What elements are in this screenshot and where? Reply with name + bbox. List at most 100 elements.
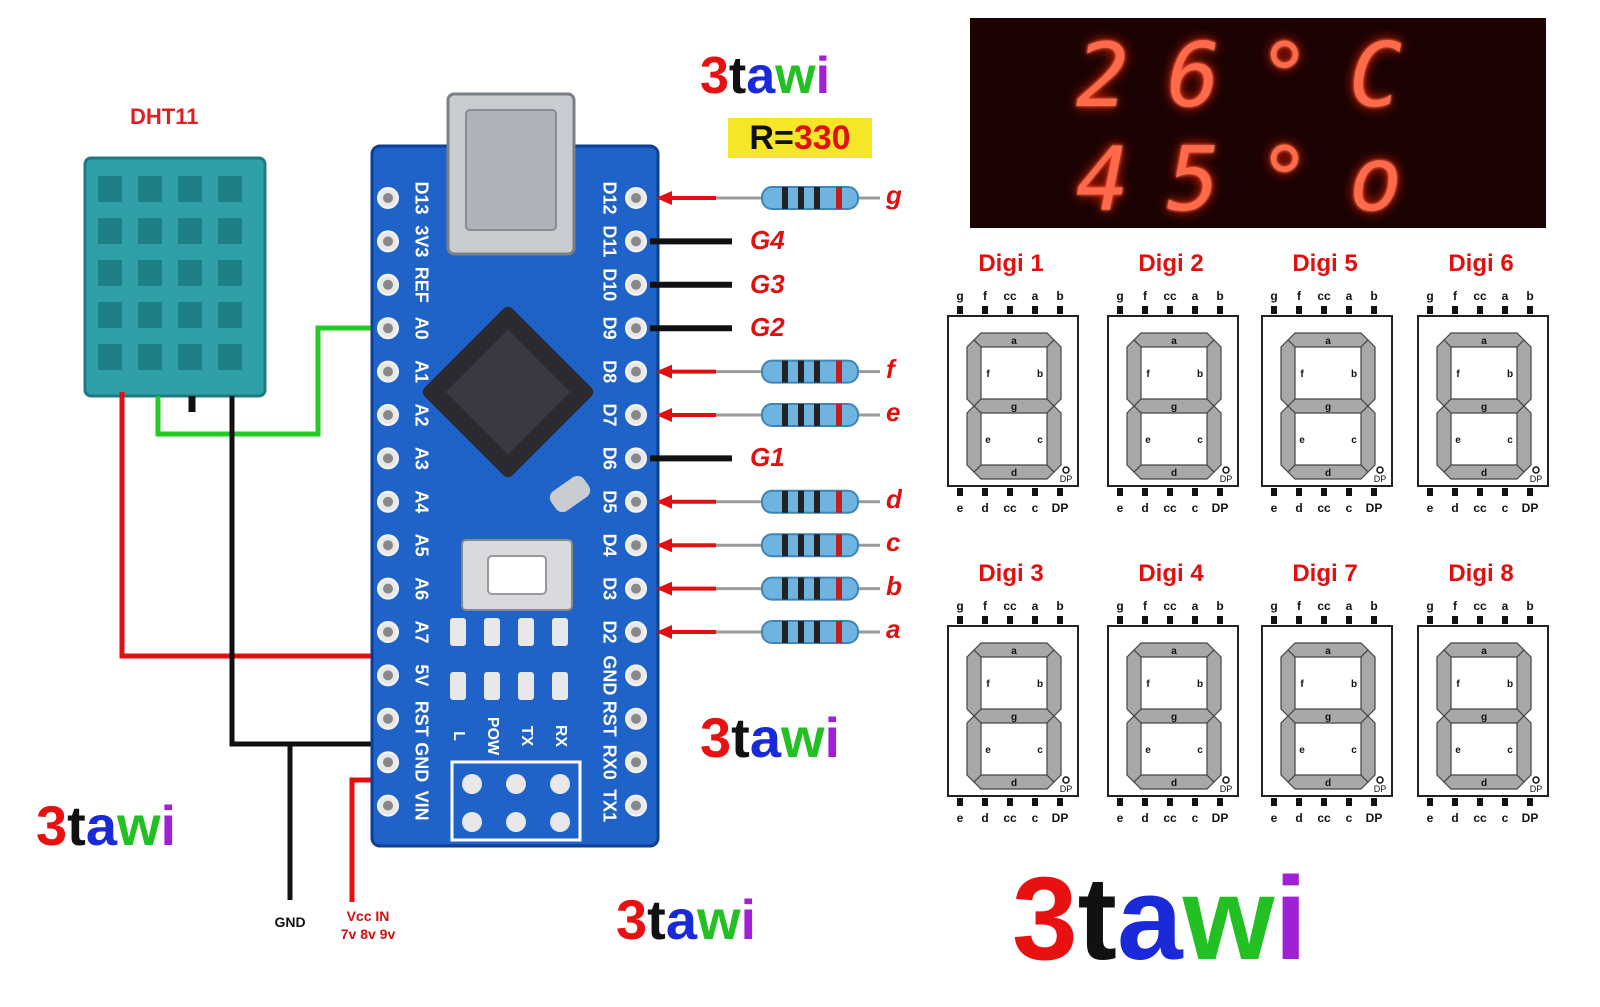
top-pin	[1502, 306, 1508, 314]
left-pin-hole	[383, 540, 393, 551]
left-pin-hole	[383, 670, 393, 681]
bottom-pin-label: cc	[1317, 501, 1331, 515]
left-pin-hole	[383, 583, 393, 594]
top-pin-label: g	[1270, 599, 1277, 613]
dht11-title: DHT11	[130, 104, 199, 129]
crystal	[549, 475, 591, 513]
top-pin-label: a	[1032, 289, 1039, 303]
sensor-grille	[98, 176, 242, 370]
brand-letter: t	[67, 794, 86, 857]
segment-label: b	[1507, 369, 1513, 380]
bottom-pin-label: cc	[1003, 811, 1017, 825]
bottom-pin-label: cc	[1003, 501, 1017, 515]
top-pin-label: a	[1032, 599, 1039, 613]
segment-label: c	[1351, 745, 1357, 756]
top-pin-label: f	[983, 289, 988, 303]
arrow-head	[656, 494, 672, 509]
top-pin	[1321, 306, 1327, 314]
bottom-pin	[1271, 798, 1277, 806]
segment	[1206, 339, 1222, 407]
right-pin-hole	[631, 323, 641, 334]
bottom-pin-label: c	[1346, 811, 1353, 825]
dp-label: DP	[1060, 474, 1073, 484]
segment	[1046, 715, 1062, 783]
dp-label: DP	[1530, 784, 1543, 794]
segment-label: e	[1145, 745, 1151, 756]
top-pin	[1371, 306, 1377, 314]
brand-logo-bottom: 3tawi	[616, 892, 756, 948]
right-pin-label: RST	[599, 701, 619, 737]
bottom-pin-label: c	[1192, 811, 1199, 825]
segment-label: d	[1481, 778, 1487, 789]
left-pin-hole	[383, 236, 393, 247]
arrow-head	[656, 364, 672, 379]
brand-letter: w	[780, 706, 825, 769]
brand-letter: t	[728, 47, 747, 105]
grille-slot	[98, 176, 122, 202]
resistor-band	[782, 360, 788, 383]
dp-dot	[1532, 776, 1540, 784]
icsp-pin	[550, 812, 570, 832]
top-pin	[1452, 306, 1458, 314]
digit-title: Digi 2	[1138, 250, 1204, 277]
segment	[1206, 715, 1222, 783]
top-pin	[1217, 306, 1223, 314]
brand-letter: w	[696, 888, 741, 951]
smd-led	[552, 672, 568, 700]
segment-signal-label: c	[886, 527, 901, 558]
right-pin-hole	[631, 496, 641, 507]
left-pin-label: A2	[411, 403, 431, 426]
segment	[1360, 405, 1376, 473]
dp-label: DP	[1530, 474, 1543, 484]
segment-label: d	[1481, 468, 1487, 479]
segment-label: e	[985, 745, 991, 756]
microcontroller-chip	[422, 306, 594, 478]
bottom-pin	[1477, 488, 1483, 496]
left-pin-label: GND	[411, 742, 431, 782]
bottom-pin	[1032, 488, 1038, 496]
segment-label: f	[1300, 369, 1304, 380]
segment-signal-label: e	[886, 397, 901, 427]
segment-label: g	[1325, 712, 1331, 723]
left-pin-label: 5V	[411, 664, 431, 686]
segment	[1436, 715, 1452, 783]
segment-label: e	[1455, 435, 1461, 446]
segment-label: d	[1171, 778, 1177, 789]
segment-label: e	[1299, 435, 1305, 446]
arrow-head	[656, 581, 672, 596]
left-pin-label: A0	[411, 317, 431, 340]
brand-letter: a	[85, 794, 117, 857]
top-pin	[1346, 616, 1352, 624]
resistor-body	[761, 403, 859, 427]
segment	[1206, 649, 1222, 717]
segment-label: c	[1037, 435, 1043, 446]
top-pin	[1296, 616, 1302, 624]
left-pin-label: A4	[411, 490, 431, 513]
grille-slot	[178, 260, 202, 286]
top-pin-label: a	[1192, 599, 1199, 613]
segment	[1126, 339, 1142, 407]
brand-letter: 3	[616, 888, 648, 951]
dp-label: DP	[1374, 474, 1387, 484]
right-pin-hole	[631, 670, 641, 681]
bottom-pin-label: DP	[1052, 811, 1069, 825]
smd-resistor	[450, 618, 466, 646]
segment-signal-label: a	[886, 614, 901, 644]
bottom-pin-label: cc	[1473, 501, 1487, 515]
resistor-band	[836, 621, 842, 643]
segment-label: f	[1300, 679, 1304, 690]
dp-dot	[1532, 466, 1540, 474]
bottom-pin	[1117, 488, 1123, 496]
resistor-band	[798, 404, 804, 426]
brand-letter: a	[746, 47, 776, 105]
top-pin-label: cc	[1473, 599, 1487, 613]
resistor-band	[782, 404, 788, 426]
top-pin	[1217, 616, 1223, 624]
left-pin-hole	[383, 410, 393, 420]
bottom-pin	[1502, 488, 1508, 496]
display-line-humidity: 45°o	[1076, 128, 1440, 231]
right-pin-label: D7	[599, 403, 619, 426]
resistor-band	[782, 577, 788, 600]
